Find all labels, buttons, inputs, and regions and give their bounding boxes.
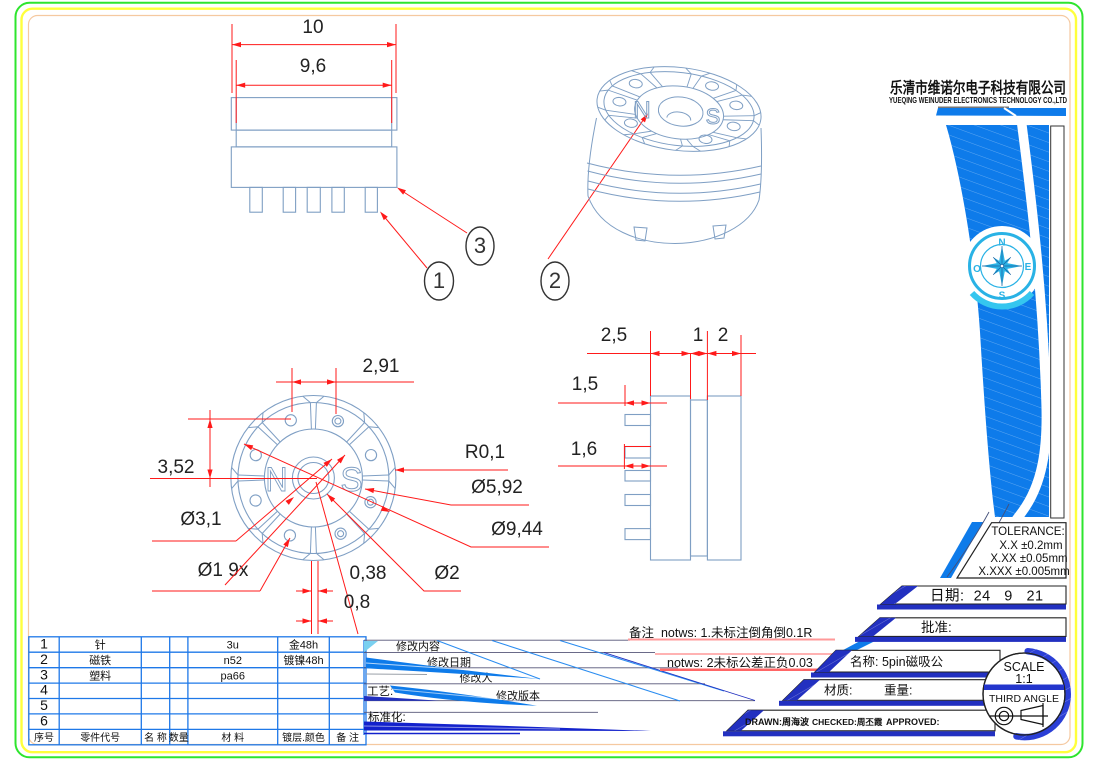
svg-text:S: S: [999, 291, 1006, 302]
svg-text:5: 5: [40, 697, 48, 713]
svg-text:批准:: 批准:: [921, 620, 952, 635]
svg-text:材质:: 材质:: [824, 684, 852, 698]
svg-text:9,6: 9,6: [300, 56, 326, 77]
svg-text:1:1: 1:1: [1015, 672, 1032, 686]
svg-text:日期: 24 9 21: 日期: 24 9 21: [930, 588, 1044, 605]
svg-text:备注 notws: 1.未标注倒角倒0.1R: 备注 notws: 1.未标注倒角倒0.1R: [629, 625, 812, 640]
svg-text:YUEQING WEINUDER ELECTRONICS T: YUEQING WEINUDER ELECTRONICS TECHNOLOGY …: [889, 95, 1067, 105]
svg-text:R0,1: R0,1: [465, 442, 505, 463]
svg-text:3: 3: [40, 666, 48, 682]
svg-text:修改内容: 修改内容: [396, 639, 440, 653]
svg-text:磁铁: 磁铁: [89, 654, 111, 667]
svg-text:名 称: 名 称: [144, 731, 167, 744]
svg-text:1: 1: [40, 635, 48, 651]
svg-text:修改日期: 修改日期: [427, 655, 471, 669]
svg-text:X.XXX ±0.005mm: X.XXX ±0.005mm: [978, 566, 1069, 578]
svg-text:0,38: 0,38: [350, 563, 387, 584]
svg-text:2: 2: [40, 651, 48, 667]
svg-text:3u: 3u: [227, 639, 239, 651]
svg-text:6: 6: [40, 713, 48, 729]
svg-text:1: 1: [693, 325, 704, 346]
svg-text:N: N: [266, 461, 288, 499]
svg-text:10: 10: [302, 17, 323, 38]
svg-text:序号: 序号: [34, 731, 54, 744]
svg-text:2,91: 2,91: [363, 356, 400, 377]
svg-text:E: E: [1025, 262, 1032, 273]
svg-text:Ø5,92: Ø5,92: [471, 477, 523, 498]
svg-text:零件代号: 零件代号: [80, 732, 120, 744]
svg-text:APPROVED:: APPROVED:: [886, 717, 940, 727]
svg-text:Ø1 9x: Ø1 9x: [198, 560, 249, 581]
svg-text:3,52: 3,52: [158, 457, 195, 478]
svg-text:工艺:: 工艺:: [367, 685, 393, 698]
svg-text:乐清市维诺尔电子科技有限公司: 乐清市维诺尔电子科技有限公司: [890, 78, 1066, 97]
svg-text:Ø3,1: Ø3,1: [180, 509, 221, 530]
svg-text:标准化:: 标准化:: [368, 710, 406, 724]
svg-text:金48h: 金48h: [289, 637, 318, 651]
svg-text:CHECKED:周丕霞: CHECKED:周丕霞: [812, 717, 883, 727]
svg-text:1,5: 1,5: [572, 374, 598, 395]
svg-text:TOLERANCE:: TOLERANCE:: [991, 526, 1064, 538]
svg-text:1: 1: [433, 268, 445, 293]
svg-text:2: 2: [549, 268, 561, 293]
svg-text:notws: 2未标公差正负0.03: notws: 2未标公差正负0.03: [667, 656, 813, 670]
svg-text:备 注: 备 注: [336, 731, 359, 744]
svg-text:4: 4: [40, 682, 48, 698]
svg-text:2: 2: [718, 325, 729, 346]
svg-text:N: N: [998, 238, 1005, 249]
svg-text:数量: 数量: [169, 731, 189, 744]
svg-text:SCALE: SCALE: [1004, 660, 1045, 674]
svg-text:S: S: [706, 104, 721, 129]
svg-text:材 料: 材 料: [221, 731, 244, 744]
svg-text:镀镍48h: 镀镍48h: [283, 653, 323, 667]
svg-text:3: 3: [474, 233, 486, 258]
svg-text:镀层.颜色: 镀层.颜色: [282, 731, 325, 744]
svg-text:针: 针: [95, 637, 106, 651]
svg-text:DRAWN:周海波: DRAWN:周海波: [745, 716, 810, 727]
svg-text:Ø2: Ø2: [434, 563, 459, 584]
svg-text:名称: 5pin磁吸公: 名称: 5pin磁吸公: [850, 654, 944, 669]
svg-text:塑料: 塑料: [89, 668, 111, 682]
svg-text:Ø9,44: Ø9,44: [491, 519, 543, 540]
svg-text:0,8: 0,8: [344, 592, 370, 613]
svg-text:重量:: 重量:: [884, 683, 912, 698]
svg-text:THIRD ANGLE: THIRD ANGLE: [989, 693, 1059, 705]
svg-text:修改版本: 修改版本: [496, 689, 540, 703]
svg-text:O: O: [973, 264, 981, 275]
svg-text:pa66: pa66: [221, 670, 245, 682]
svg-text:n52: n52: [224, 655, 242, 667]
svg-text:1,6: 1,6: [571, 439, 597, 460]
svg-text:N: N: [633, 97, 650, 124]
svg-text:X.XX ±0.05mm: X.XX ±0.05mm: [990, 553, 1067, 565]
svg-text:X.X ±0.2mm: X.X ±0.2mm: [999, 540, 1062, 552]
svg-text:2,5: 2,5: [601, 325, 627, 346]
